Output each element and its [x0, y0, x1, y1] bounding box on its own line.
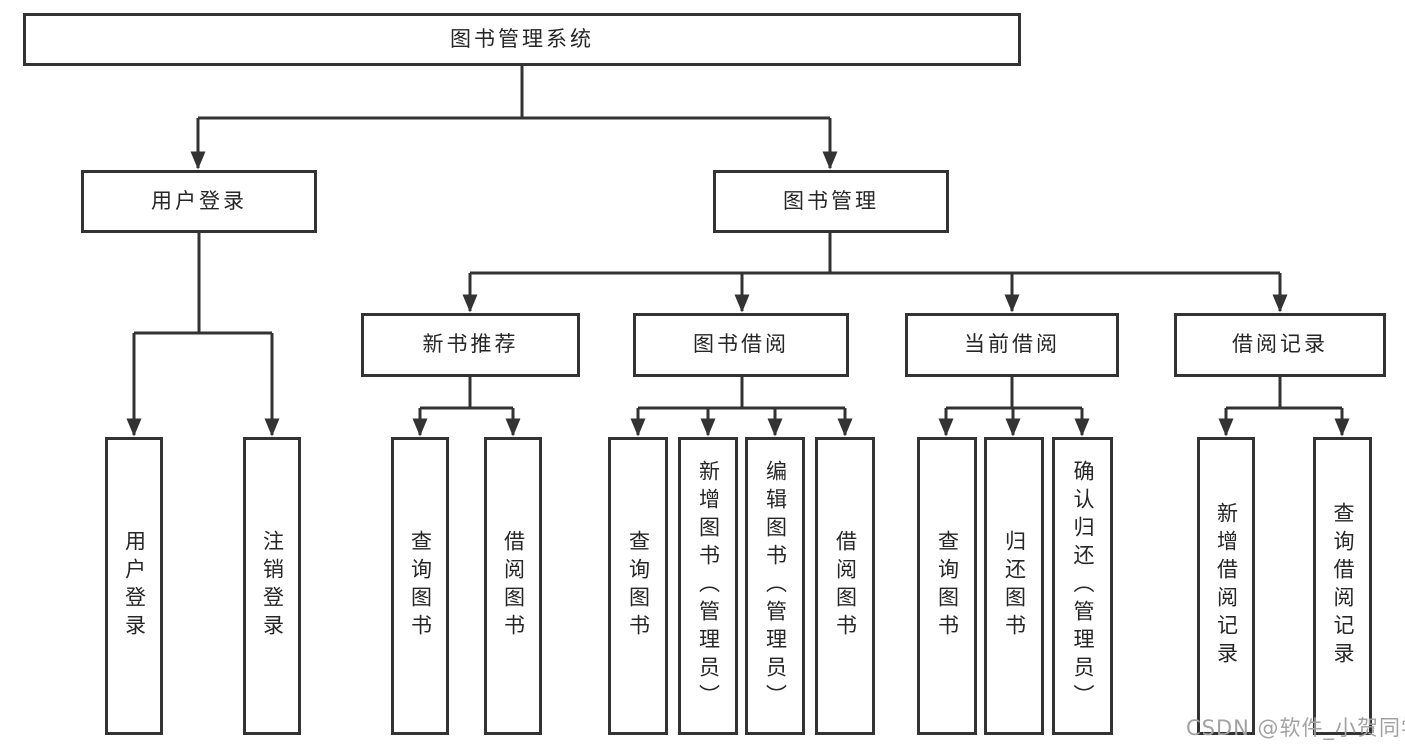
node-current-borrowing-label: 当前借阅	[964, 332, 1060, 357]
leaf-bb-add-books: 新增图书（管理员）	[678, 437, 738, 735]
leaf-nbr-borrow-books-label: 借阅图书	[501, 530, 526, 642]
node-user-login-label: 用户登录	[151, 188, 247, 213]
leaf-nbr-query-books: 查询图书	[391, 437, 449, 735]
leaf-br-add-record: 新增借阅记录	[1197, 437, 1255, 735]
node-root-system: 图书管理系统	[23, 13, 1021, 66]
leaf-cb-return-books: 归还图书	[984, 437, 1044, 735]
leaf-nbr-borrow-books: 借阅图书	[484, 437, 542, 735]
leaf-cb-confirm-return: 确认归还（管理员）	[1052, 437, 1113, 735]
node-current-borrowing: 当前借阅	[905, 313, 1119, 377]
leaf-cb-query-books-label: 查询图书	[935, 530, 960, 642]
node-book-management-label: 图书管理	[783, 188, 879, 213]
node-borrowing-records: 借阅记录	[1174, 313, 1386, 377]
node-book-borrowing-label: 图书借阅	[693, 332, 789, 357]
leaf-bb-edit-books-label: 编辑图书（管理员）	[763, 460, 788, 712]
leaf-bb-add-books-label: 新增图书（管理员）	[696, 460, 721, 712]
node-new-book-recommend: 新书推荐	[361, 313, 580, 377]
leaf-cb-confirm-return-label: 确认归还（管理员）	[1071, 460, 1095, 712]
leaf-br-query-record-label: 查询借阅记录	[1331, 502, 1355, 670]
leaf-cb-query-books: 查询图书	[917, 437, 977, 735]
leaf-bb-query-books-label: 查询图书	[626, 530, 651, 642]
leaf-bb-query-books: 查询图书	[608, 437, 668, 735]
node-book-borrowing: 图书借阅	[633, 313, 849, 377]
leaf-logout: 注销登录	[243, 437, 301, 735]
leaf-bb-borrow-books-label: 借阅图书	[833, 530, 858, 642]
csdn-watermark: CSDN @软件_小贺同学	[1186, 716, 1405, 740]
leaf-bb-borrow-books: 借阅图书	[815, 437, 875, 735]
leaf-logout-label: 注销登录	[260, 530, 285, 642]
leaf-bb-edit-books: 编辑图书（管理员）	[745, 437, 805, 735]
node-new-book-recommend-label: 新书推荐	[422, 332, 519, 357]
leaf-user-login: 用户登录	[105, 437, 163, 735]
leaf-br-query-record: 查询借阅记录	[1313, 437, 1372, 735]
leaf-user-login-label: 用户登录	[122, 530, 147, 642]
node-user-login: 用户登录	[81, 170, 317, 233]
leaf-nbr-query-books-label: 查询图书	[408, 530, 433, 642]
leaf-br-add-record-label: 新增借阅记录	[1214, 502, 1239, 670]
node-borrowing-records-label: 借阅记录	[1232, 332, 1328, 357]
leaf-cb-return-books-label: 归还图书	[1002, 530, 1027, 642]
node-root-system-label: 图书管理系统	[450, 26, 594, 51]
node-book-management: 图书管理	[713, 170, 949, 233]
